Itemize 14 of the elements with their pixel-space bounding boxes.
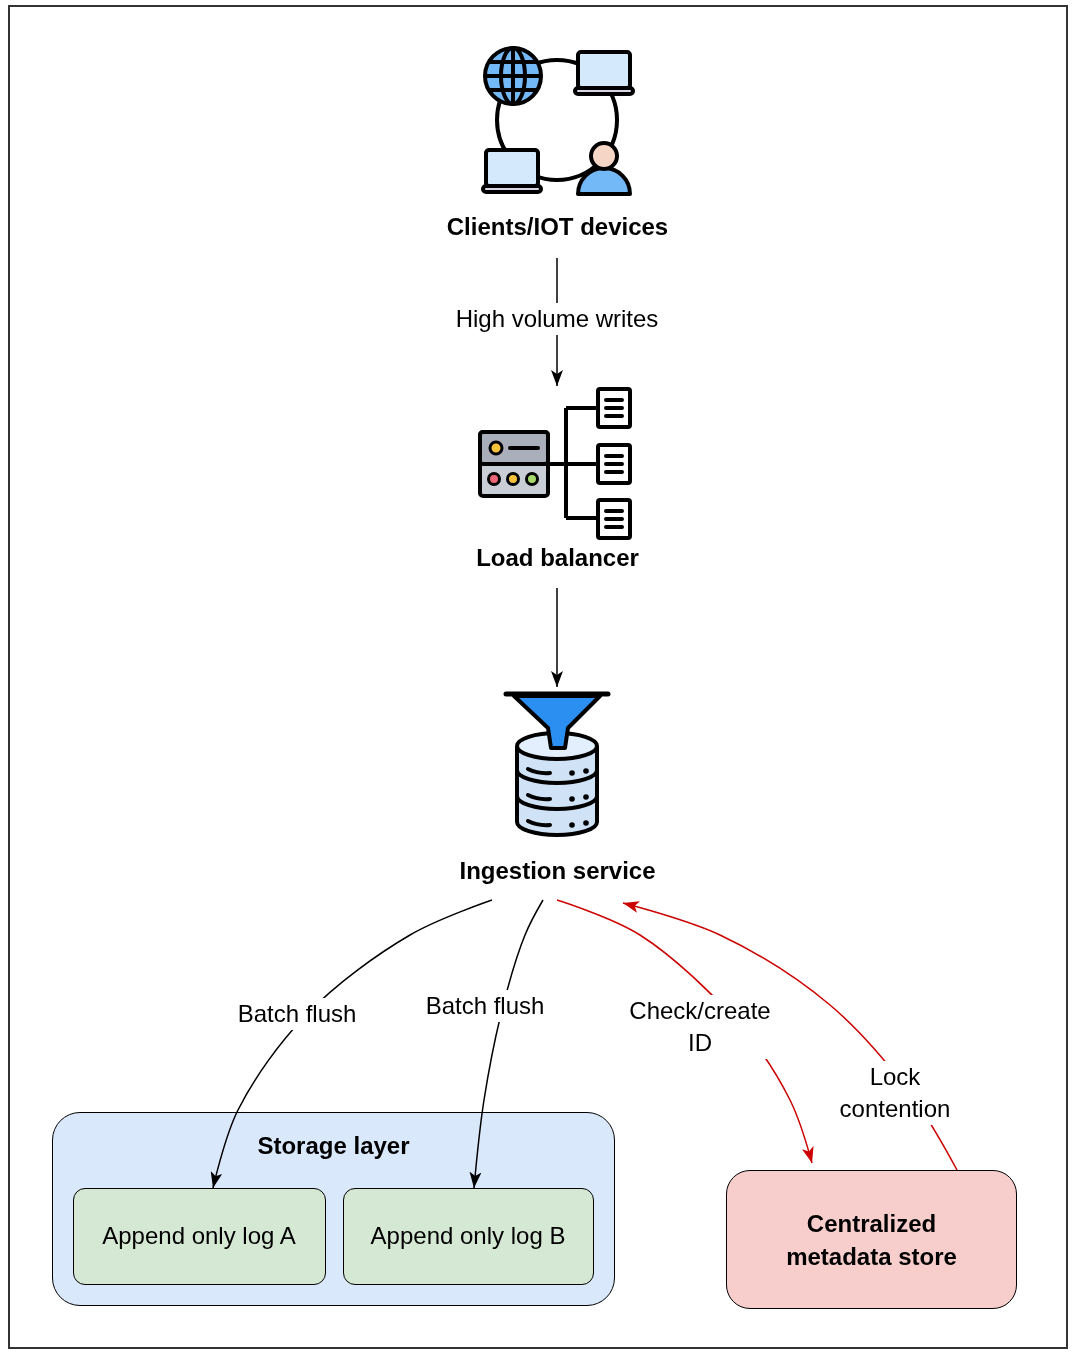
node-label: Append only log B <box>370 1221 566 1251</box>
node-label: Ingestion service <box>459 856 656 886</box>
log-box <box>72 1187 326 1285</box>
arrow <box>210 899 493 1189</box>
storage-container <box>52 1112 615 1306</box>
metadata-store-box <box>726 1170 1017 1309</box>
arrow <box>469 899 544 1189</box>
group-title: Storage layer <box>257 1131 410 1161</box>
arrow <box>551 587 563 688</box>
node-label: Append only log A <box>102 1221 296 1251</box>
node-label: Load balancer <box>476 543 639 573</box>
node-label: Centralized metadata store <box>785 1208 958 1272</box>
log-box <box>342 1187 594 1285</box>
node-label: Clients/IOT devices <box>446 212 669 242</box>
